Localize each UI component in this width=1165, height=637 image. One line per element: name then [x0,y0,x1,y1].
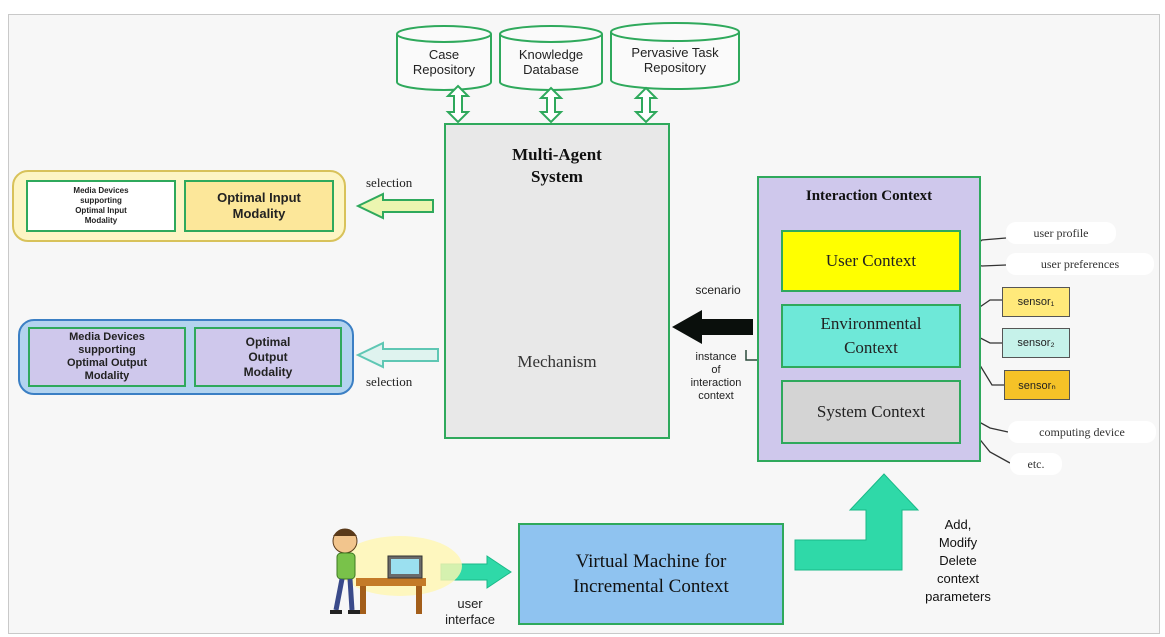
optimal-output-group: Media Devices supporting Optimal Output … [18,319,354,395]
scenario-arrow [672,310,753,344]
scenario-label: scenario [695,283,741,297]
environmental-context-box: Environmental Context [781,304,961,368]
case-repository-cylinder [396,25,492,91]
input-selection-label: selection [366,175,413,190]
sensor-n-box: sensorₙ [1004,370,1070,400]
knowledge-database-label: Knowledge Database [518,47,584,77]
optimal-input-modality-box: Optimal Input Modality [184,180,334,232]
pervasive-task-repository-cylinder [610,22,740,90]
mas-mechanism-label: Mechanism [517,352,597,371]
etc-label: etc. [1010,453,1062,475]
pervasive-link-arrow [633,86,659,124]
output-media-devices-box: Media Devices supporting Optimal Output … [28,327,186,387]
output-selection-arrow [355,341,439,369]
interaction-context-box: Interaction Context User Context Environ… [757,176,981,462]
input-selection-arrow [355,192,434,220]
context-update-arrow [794,473,920,571]
optimal-input-group: Media Devices supporting Optimal Input M… [12,170,346,242]
case-link-arrow [445,84,471,124]
virtual-machine-box: Virtual Machine for Incremental Context [518,523,784,625]
user-profile-label: user profile [1006,222,1116,244]
knowledge-link-arrow [538,86,564,124]
case-repository-label: Case Repository [412,47,476,77]
optimal-output-modality-box: Optimal Output Modality [194,327,342,387]
mas-title: Multi-Agent System [512,145,602,186]
user-at-desk-icon [330,528,462,614]
knowledge-database-cylinder [499,25,603,91]
interaction-context-title: Interaction Context [805,188,933,204]
multi-agent-system-box: Multi-Agent System Mechanism [444,123,670,439]
system-context-box: System Context [781,380,961,444]
instance-label: instance of interaction context [690,351,742,402]
input-media-devices-box: Media Devices supporting Optimal Input M… [26,180,176,232]
output-selection-label: selection [366,374,413,389]
computing-device-label: computing device [1008,421,1156,443]
user-preferences-label: user preferences [1006,253,1154,275]
sensor-1-box: sensor₁ [1002,287,1070,317]
user-interface-label: user interface [445,596,495,627]
pervasive-task-repository-label: Pervasive Task Repository [631,45,719,75]
sensor-2-box: sensor₂ [1002,328,1070,358]
user-context-box: User Context [781,230,961,292]
context-actions-label: Add, Modify Delete context parameters [925,517,991,604]
